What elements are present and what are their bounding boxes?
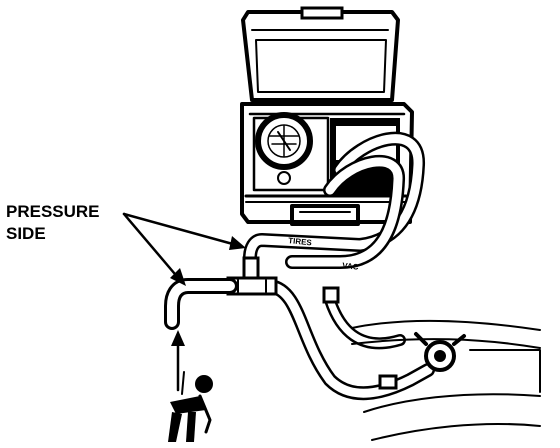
arrow-to-upper-hose: [122, 212, 242, 248]
callout-pressure: PRESSURE: [6, 202, 100, 221]
hose-label-tires: TIRES: [288, 236, 313, 247]
arrow-to-left-hose: [122, 212, 182, 282]
hand-vacuum-pump: [168, 371, 213, 442]
callout-side: SIDE: [6, 224, 46, 243]
pressure-side-hose: [164, 278, 238, 330]
pump-gauge: [195, 375, 213, 393]
engine-area: [322, 286, 541, 441]
lid-latch: [300, 6, 344, 20]
pressure-gauge: [255, 112, 313, 185]
tester-hoses: TIRES VAC: [243, 131, 435, 401]
hose-label-vac: VAC: [342, 261, 359, 272]
tester-case-lid: [241, 6, 400, 102]
gauge-knob: [277, 171, 291, 185]
pressure-side-arrows: [122, 212, 246, 392]
case-handle: [290, 204, 360, 226]
